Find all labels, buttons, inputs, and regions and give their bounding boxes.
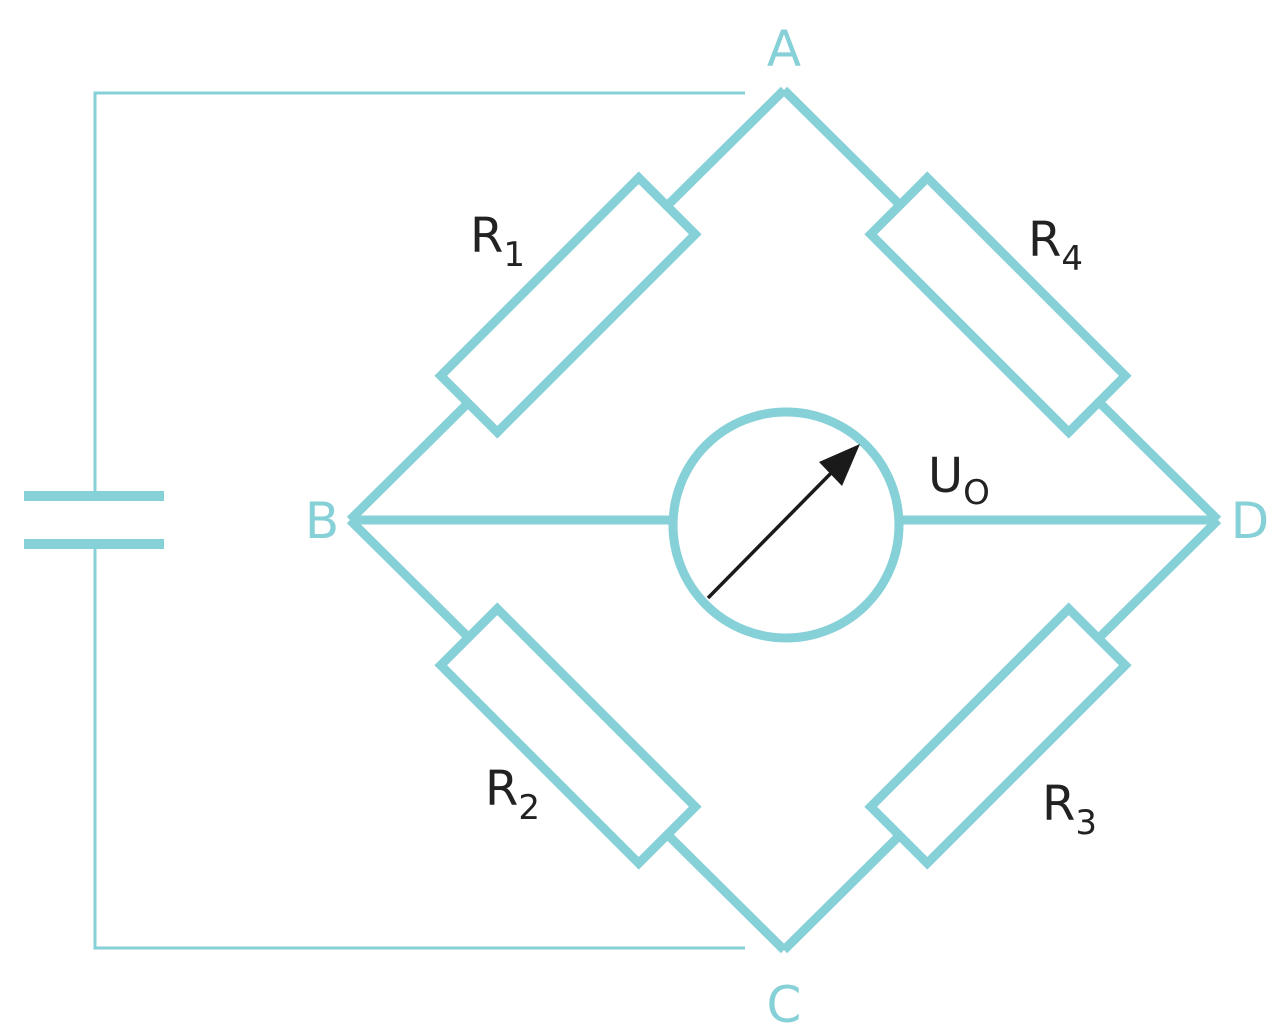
resistor-label-r4-sub: 4	[1061, 239, 1083, 279]
meter-label-letter: U	[928, 448, 963, 504]
resistor-label-r3: R3	[1042, 776, 1097, 843]
supply-wire-top	[93, 91, 745, 496]
node-label-d: D	[1231, 492, 1270, 550]
resistor-label-r2-sub: 2	[518, 788, 540, 828]
node-label-b: B	[305, 492, 339, 550]
resistor-label-r1-sub: 1	[503, 235, 525, 275]
resistor-r1	[434, 171, 702, 439]
resistor-label-r3-letter: R	[1042, 776, 1075, 832]
meter-label: UO	[928, 448, 990, 513]
meter-needle	[706, 464, 840, 600]
meter-label-sub: O	[963, 473, 990, 513]
node-label-c: C	[767, 976, 802, 1034]
resistor-label-r2-letter: R	[485, 761, 518, 817]
node-label-a: A	[767, 20, 801, 78]
resistor-label-r1-letter: R	[470, 208, 503, 264]
resistor-label-r4-letter: R	[1028, 212, 1061, 268]
resistor-r4	[864, 171, 1132, 439]
resistor-label-r2: R2	[485, 761, 540, 828]
resistor-label-r3-sub: 3	[1075, 803, 1097, 843]
meter-needle-arrowhead	[819, 444, 860, 486]
resistor-r3	[864, 602, 1132, 870]
resistor-label-r4: R4	[1028, 212, 1083, 279]
voltmeter	[668, 407, 904, 643]
resistor-label-r1: R1	[470, 208, 525, 275]
resistor-r2	[434, 602, 702, 870]
supply-wire-bottom	[93, 544, 745, 950]
